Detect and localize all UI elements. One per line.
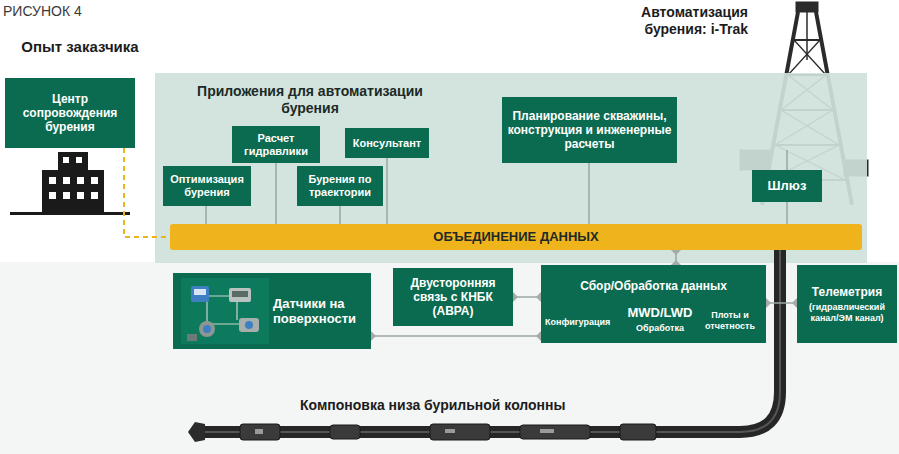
connector [513,296,541,298]
box-title: Бурения по траектории [302,173,378,199]
app-box: Оптимизация бурения [163,166,251,206]
connector [766,302,797,304]
connector [386,158,388,224]
text-label: Компоновка низа бурильной колонны [300,397,640,414]
connector [588,163,590,224]
abra-box: Двусторонняя связь с КНБК (АВРА) [393,268,513,326]
panel-heading: Приложения для автоматизации бурения [175,83,445,117]
processing-box: Сбор/Обработка данныхКонфигурацияMWD/LWD… [541,265,766,343]
app-box: Консультант [345,128,429,158]
connector [275,163,277,224]
text-label: РИСУНОК 4 [3,3,143,20]
box-title: Сбор/Обработка данных [541,279,766,293]
building-icon [10,152,130,215]
box-title: Расчет гидравлики [237,132,315,158]
box-subtext: Конфигурация [545,317,625,328]
telemetry-box: Телеметрия (гидравлический канал/ЭМ канал… [797,265,897,343]
box-subtext: MWD/LWD [625,305,695,320]
box-subtext: Обработка [625,323,695,334]
service-center-box: Центр сопровождения бурения [5,78,135,148]
connector [786,202,788,224]
gateway-box: Шлюз [752,170,822,202]
box-title: Шлюз [768,178,807,193]
text-label: Опыт заказчика [18,38,142,56]
box-title: Телеметрия [812,285,882,299]
box-title: Двусторонняя связь с КНБК (АВРА) [398,276,508,318]
sensor-illustration [177,274,272,348]
box-title: Датчики на поверхности [273,296,366,327]
connector [675,250,677,265]
connector [339,206,341,224]
planning-box: Планирование скважины, конструкция и инж… [502,97,677,163]
app-box: Расчет гидравлики [232,126,320,163]
box-subtext: (гидравлический канал/ЭМ канал) [802,302,892,323]
text-label: Автоматизация бурения: i-Trak [630,4,748,38]
connector [205,206,207,224]
apps-panel: Приложения для автоматизации буренияОпти… [155,73,867,263]
box-title: Консультант [353,137,422,150]
panel-ground [155,73,867,263]
box-title: Центр сопровождения бурения [10,92,130,134]
box-subtext: Плоты и отчетность [699,310,761,331]
band-label: ОБЪЕДИНЕНИЕ ДАННЫХ [433,229,598,244]
box-title: Планирование скважины, конструкция и инж… [507,109,672,151]
connector [371,335,541,337]
app-box: Бурения по траектории [297,166,383,206]
data-band: ОБЪЕДИНЕНИЕ ДАННЫХ [170,224,862,250]
box-title: Оптимизация бурения [168,173,246,199]
rig-link [786,150,788,170]
sensors-box: Датчики на поверхности [173,273,371,349]
